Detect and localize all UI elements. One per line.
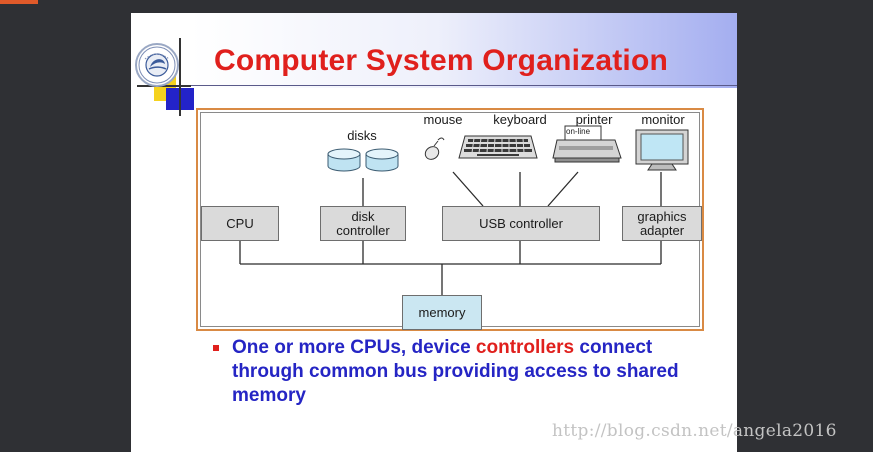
decor-horizontal-line <box>137 85 191 87</box>
usb-controller-box: USB controller <box>442 206 600 241</box>
printer-panel-label: on-line <box>566 127 591 136</box>
monitor-label: monitor <box>641 112 685 127</box>
watermark-url: http://blog.csdn.net/angela2016 <box>552 421 837 441</box>
mouse-icon <box>424 137 445 160</box>
title-gradient-band <box>191 13 737 88</box>
printer-icon: on-line <box>551 124 623 166</box>
cpu-box: CPU <box>201 206 279 241</box>
disk-controller-box: disk controller <box>320 206 406 241</box>
window-corner-accent <box>0 0 38 4</box>
mouse-label: mouse <box>423 112 463 127</box>
disks-icon <box>327 148 399 172</box>
bullet-item: One or more CPUs, device controllers con… <box>213 336 713 408</box>
monitor-icon <box>635 129 689 171</box>
slide-title: Computer System Organization <box>214 44 669 77</box>
graphics-adapter-box: graphics adapter <box>622 206 702 241</box>
memory-box: memory <box>402 295 482 330</box>
decor-vertical-line <box>179 38 181 116</box>
printer-label: printer <box>575 112 613 127</box>
slide: Computer System Organization <box>131 13 737 452</box>
bus-lines <box>239 171 662 295</box>
bullet-marker-icon <box>213 345 219 351</box>
bullet-text-start: One or more CPUs, device <box>232 337 476 358</box>
bullet-highlight: controllers <box>475 337 575 358</box>
diagram-frame: on-line disks mouse keyboard printer mon… <box>196 108 704 331</box>
disks-label: disks <box>347 128 377 143</box>
keyboard-label: keyboard <box>493 112 547 127</box>
university-logo <box>135 43 179 87</box>
bullet-text: One or more CPUs, device controllers con… <box>232 336 713 408</box>
title-underline <box>176 85 737 86</box>
keyboard-icon <box>458 135 538 159</box>
bullet-text-end: connect through common bus providing acc… <box>232 337 679 406</box>
